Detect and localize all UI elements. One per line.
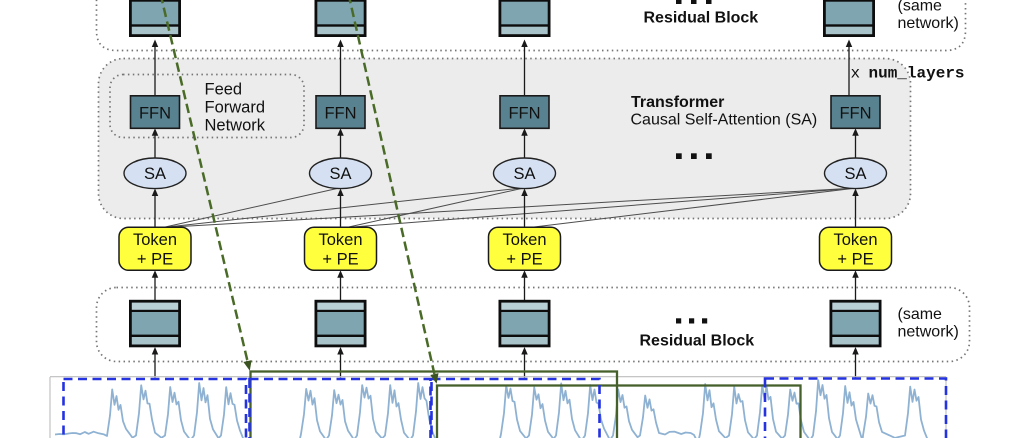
svg-text:num_layers: num_layers — [869, 64, 965, 82]
svg-text:SA: SA — [144, 165, 166, 183]
svg-text:Network: Network — [205, 117, 266, 135]
svg-text:Token: Token — [318, 231, 362, 249]
svg-text:(same: (same — [898, 306, 943, 323]
svg-text:Residual Block: Residual Block — [640, 332, 755, 349]
svg-text:+ PE: + PE — [837, 250, 873, 268]
svg-text:FFN: FFN — [508, 104, 540, 122]
svg-text:FFN: FFN — [324, 104, 356, 122]
svg-text:Causal Self-Attention (SA): Causal Self-Attention (SA) — [631, 112, 818, 129]
svg-text:+ PE: + PE — [137, 250, 173, 268]
svg-text:+ PE: + PE — [506, 250, 542, 268]
svg-text:network): network) — [898, 15, 959, 32]
svg-text:Forward: Forward — [205, 99, 266, 117]
svg-text:Token: Token — [502, 231, 546, 249]
svg-text:network): network) — [898, 324, 959, 341]
svg-text:SA: SA — [329, 165, 351, 183]
svg-text:Token: Token — [833, 231, 877, 249]
svg-text:x: x — [851, 64, 861, 82]
svg-text:SA: SA — [513, 165, 535, 183]
svg-text:SA: SA — [844, 165, 866, 183]
svg-text:(same: (same — [898, 0, 943, 15]
svg-text:Feed: Feed — [205, 81, 243, 99]
svg-text:FFN: FFN — [139, 104, 171, 122]
svg-text:FFN: FFN — [839, 104, 871, 122]
svg-text:Token: Token — [133, 231, 177, 249]
svg-text:Transformer: Transformer — [631, 94, 724, 111]
svg-text:+ PE: + PE — [322, 250, 358, 268]
svg-text:Residual Block: Residual Block — [644, 9, 759, 26]
